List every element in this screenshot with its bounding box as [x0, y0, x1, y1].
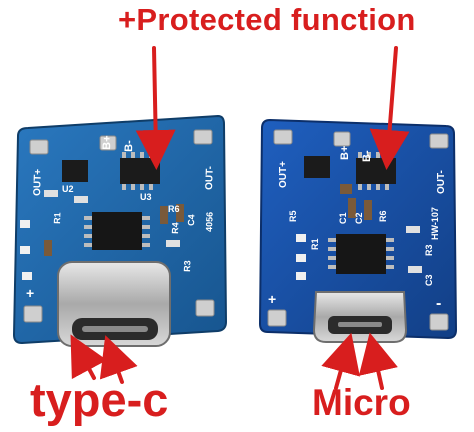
left-board-type-c: B+ B- OUT+ OUT- U2 U3 R1 R4 C4 4056 R6 R…: [12, 114, 228, 347]
arrow-micro-left: [321, 332, 360, 390]
protected-function-label: +Protected function: [118, 2, 416, 37]
left-silk-part-4056: 4056: [204, 212, 215, 232]
left-silk-r3: R3: [182, 260, 192, 272]
arrow-to-left-protection-ic: [135, 46, 176, 170]
annotation-arrows: [70, 46, 410, 390]
right-silk-out-plus: OUT+: [278, 161, 289, 188]
right-silk-b-plus: B+: [339, 146, 351, 160]
arrow-type-c-right: [99, 335, 138, 384]
arrow-type-c-left: [70, 334, 108, 380]
left-silk-out-plus: OUT+: [32, 169, 44, 196]
right-silk-model-hw107: HW-107: [430, 207, 440, 240]
right-silk-r1: R1: [310, 238, 320, 250]
right-silk-c3: C3: [424, 274, 434, 286]
right-silk-r3: R3: [424, 244, 434, 256]
right-silk-r6: R6: [378, 210, 388, 222]
left-silk-c4: C4: [186, 214, 196, 226]
right-silk-plus: +: [268, 291, 276, 307]
left-silk-r4: R4: [170, 222, 180, 234]
left-silk-plus: +: [26, 285, 34, 301]
micro-label: Micro: [312, 382, 411, 423]
left-silk-u3: U3: [140, 192, 152, 202]
right-silk-out-minus: OUT-: [436, 170, 447, 194]
type-c-label: type-c: [30, 373, 169, 426]
left-silk-out-minus: OUT-: [204, 166, 216, 190]
left-silk-u2: U2: [62, 184, 74, 194]
left-silk-r6: R6: [168, 204, 180, 214]
right-silk-minus: -: [436, 295, 441, 312]
right-silk-c1: C1: [338, 212, 348, 224]
right-silk-b-minus: B-: [361, 150, 373, 162]
arrow-to-right-protection-ic: [369, 46, 410, 170]
right-silk-c2: C2: [354, 212, 364, 224]
left-silk-r1: R1: [52, 212, 62, 224]
right-silk-r5: R5: [288, 210, 298, 222]
left-silk-b-plus: B+: [101, 135, 113, 150]
left-silk-b-minus: B-: [123, 140, 135, 152]
right-board-micro: B+ B- OUT+ OUT- R5 C1 C2 R6 HW-107 R1 R3…: [258, 118, 458, 343]
arrow-micro-right: [358, 332, 398, 390]
